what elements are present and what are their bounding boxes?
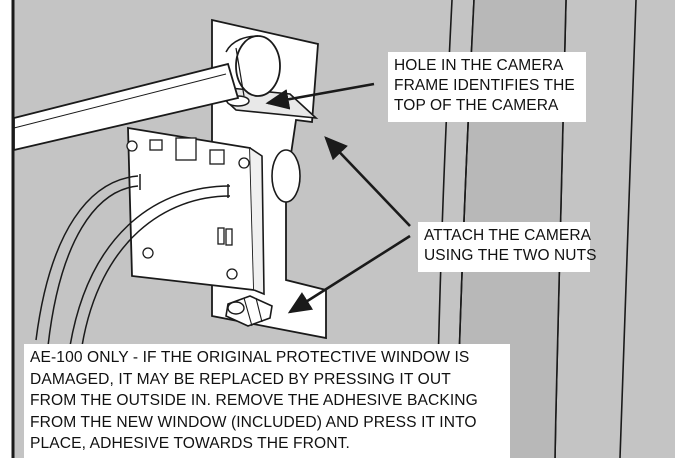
arrow-to-top-nut	[324, 136, 411, 227]
callout-note-bg	[24, 344, 510, 458]
arrow-to-bottom-nut	[287, 234, 411, 314]
callout-line: HOLE IN THE CAMERA	[394, 57, 564, 74]
ae100-note-text: AE-100 ONLY - IF THE ORIGINAL PROTECTIVE…	[30, 347, 478, 455]
callout-line: TOP OF THE CAMERA	[394, 97, 559, 114]
mounting-nut	[225, 295, 273, 327]
callout-line: USING THE TWO NUTS	[424, 247, 597, 264]
callout-line: ATTACH THE CAMERA	[424, 227, 592, 244]
callout-nuts-bg	[418, 222, 590, 272]
callout-hole-text: HOLE IN THE CAMERA FRAME IDENTIFIES THE …	[394, 56, 575, 116]
callout-line: FRAME IDENTIFIES THE	[394, 77, 575, 94]
camera-cables	[35, 174, 231, 347]
callout-arrows	[265, 82, 411, 314]
left-frame-edge	[0, 0, 14, 458]
note-line: FROM THE OUTSIDE IN. REMOVE THE ADHESIVE…	[30, 392, 478, 409]
note-line: DAMAGED, IT MAY BE REPLACED BY PRESSING …	[30, 370, 451, 388]
lens-barrel	[271, 149, 301, 203]
rod-collar	[225, 35, 281, 97]
callout-nuts-text: ATTACH THE CAMERA USING THE TWO NUTS	[424, 226, 597, 266]
board-components	[126, 137, 250, 280]
note-line: FROM THE NEW WINDOW (INCLUDED) AND PRESS…	[30, 413, 477, 431]
arrow-to-hole	[265, 82, 375, 110]
note-line: PLACE, ADHESIVE TOWARDS THE FRONT.	[30, 435, 350, 452]
callout-hole-bg	[388, 52, 586, 122]
note-line: AE-100 ONLY - IF THE ORIGINAL PROTECTIVE…	[30, 349, 470, 366]
